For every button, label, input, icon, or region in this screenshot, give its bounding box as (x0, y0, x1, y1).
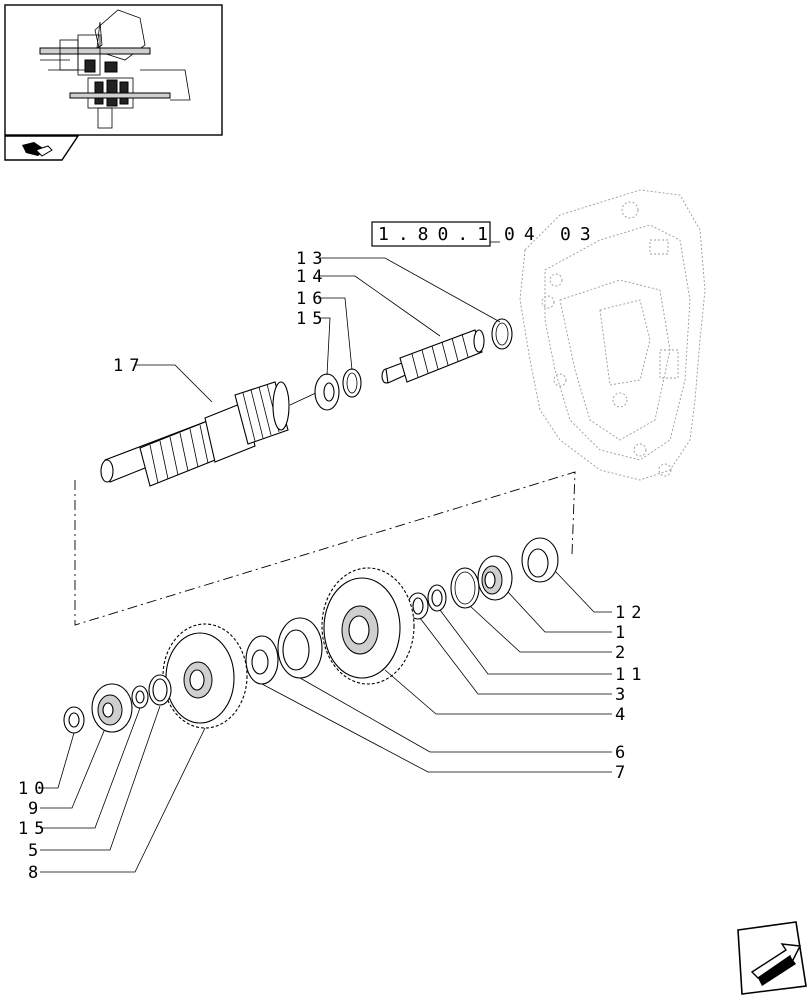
snap-ring-2 (450, 567, 480, 609)
callout-14: 14 (296, 267, 328, 287)
callout-3: 3 (615, 685, 631, 705)
hub-6 (277, 617, 323, 679)
callout-16: 16 (296, 289, 328, 309)
callout-4: 4 (615, 705, 631, 725)
callout-8: 8 (28, 863, 44, 883)
callout-15-lower: 15 (18, 819, 50, 839)
spacer-11 (427, 584, 447, 612)
bearing-cup-12 (521, 537, 559, 583)
thumbnail-badge[interactable] (4, 135, 80, 161)
callout-9: 9 (28, 799, 44, 819)
transmission-assembly-thumbnail (39, 9, 191, 129)
cone-10 (63, 706, 85, 734)
bearing-1 (477, 555, 513, 601)
reference-code-part2: 04 (504, 224, 544, 245)
reference-code-part3: 03 (560, 224, 600, 245)
book-icon (22, 142, 53, 157)
callout-6: 6 (615, 743, 631, 763)
thumbnail-panel[interactable] (4, 4, 223, 136)
assembly-outline (74, 471, 576, 626)
ring-13 (491, 318, 513, 350)
callout-12: 12 (615, 603, 647, 623)
callout-1: 1 (615, 623, 631, 643)
shaft-14 (381, 329, 485, 384)
washer-15-upper (314, 373, 340, 411)
next-page-arrow-icon (750, 943, 802, 986)
callout-7: 7 (615, 763, 631, 783)
washer-3 (407, 592, 429, 620)
washer-15-lower (131, 685, 149, 709)
leader-lines (40, 257, 612, 873)
callout-15-upper: 15 (296, 309, 328, 329)
callout-11: 11 (615, 665, 647, 685)
callout-13: 13 (296, 249, 328, 269)
gear-4 (321, 567, 415, 685)
transmission-housing (519, 189, 706, 481)
reference-code: 1.80.1 04 03 (371, 221, 600, 247)
bearing-9 (91, 683, 133, 733)
next-page-button[interactable] (737, 921, 807, 995)
snap-ring-16 (342, 368, 362, 398)
reference-code-part1: 1.80.1 (378, 224, 497, 245)
callouts: 13 14 16 15 17 12 1 2 11 3 4 6 7 10 9 15… (18, 249, 647, 883)
callout-2: 2 (615, 643, 631, 663)
callout-5: 5 (28, 841, 44, 861)
callout-10: 10 (18, 779, 50, 799)
output-shaft (100, 381, 319, 487)
ring-5 (148, 674, 172, 706)
gear-8 (162, 623, 248, 729)
sleeve-7 (245, 635, 279, 685)
callout-17: 17 (113, 356, 145, 376)
